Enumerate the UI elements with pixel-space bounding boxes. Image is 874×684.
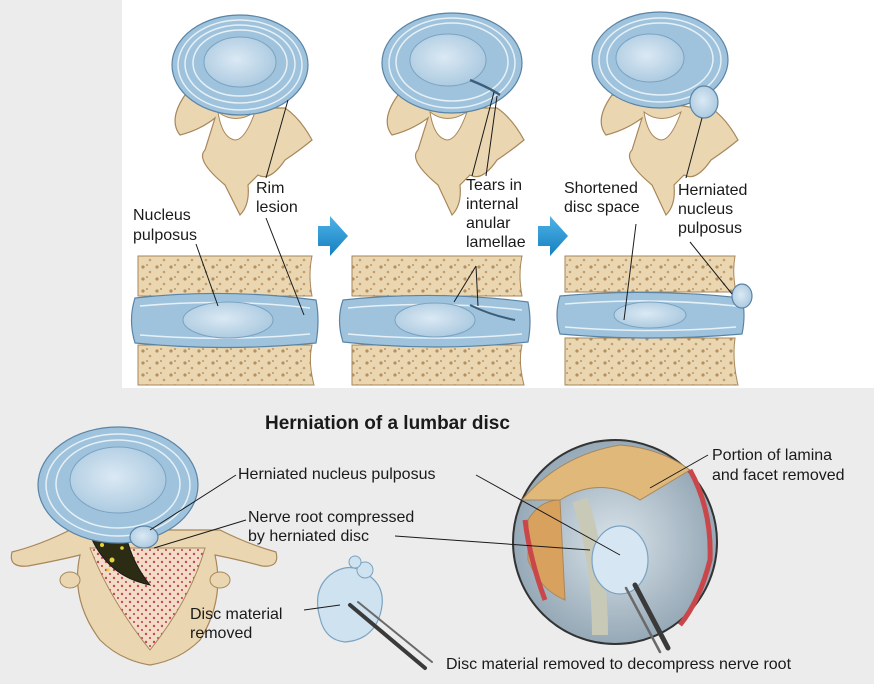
surgical-view <box>512 439 718 654</box>
decompress-nerve-root-label: Disc material removed to decompress nerv… <box>446 656 792 673</box>
disc-material-removed-label-line1: Disc material <box>190 606 283 623</box>
stage1-sagittal-disc <box>130 255 319 386</box>
stage1-axial-vertebra <box>171 14 313 217</box>
removed-disc-material <box>317 555 433 670</box>
stage3-sagittal-disc <box>556 255 753 386</box>
shortened-disc-label-line2: disc space <box>564 199 640 216</box>
nucleus-pulposus-label-line2: pulposus <box>133 227 198 244</box>
tears-label-line4: lamellae <box>466 234 526 251</box>
rim-lesion-label-line1: Rim <box>256 180 285 197</box>
herniated-nucleus-label-line1: Herniated <box>678 182 748 199</box>
disc-material-removed-label-line2: removed <box>190 625 253 642</box>
nucleus-pulposus-label-line1: Nucleus <box>133 207 191 224</box>
figure-title: Herniation of a lumbar disc <box>265 413 510 434</box>
rim-lesion-label-line2: lesion <box>256 199 298 216</box>
bottom-vertebra <box>10 426 278 666</box>
progression-arrow-1 <box>318 216 348 256</box>
herniated-nucleus-pulposus-label: Herniated nucleus pulposus <box>238 466 436 483</box>
nerve-root-label-line1: Nerve root compressed <box>248 509 415 526</box>
nerve-root-label-line2: by herniated disc <box>248 528 369 545</box>
lamina-facet-label-line2: and facet removed <box>712 467 845 484</box>
herniated-nucleus-label-line2: nucleus <box>678 201 734 218</box>
tears-label-line3: anular <box>466 215 511 232</box>
stage2-axial-vertebra <box>381 12 525 217</box>
progression-arrow-2 <box>538 216 568 256</box>
stage3-axial-vertebra <box>591 11 739 217</box>
bottom-leader-lines <box>149 454 709 611</box>
stage2-sagittal-disc <box>338 255 531 386</box>
herniated-nucleus-label-line3: pulposus <box>678 220 743 237</box>
top-leader-lines <box>195 91 733 321</box>
tears-label-line1: Tears in <box>466 177 523 194</box>
shortened-disc-label-line1: Shortened <box>564 180 638 197</box>
lamina-facet-label-line1: Portion of lamina <box>712 447 833 464</box>
tears-label-line2: internal <box>466 196 519 213</box>
